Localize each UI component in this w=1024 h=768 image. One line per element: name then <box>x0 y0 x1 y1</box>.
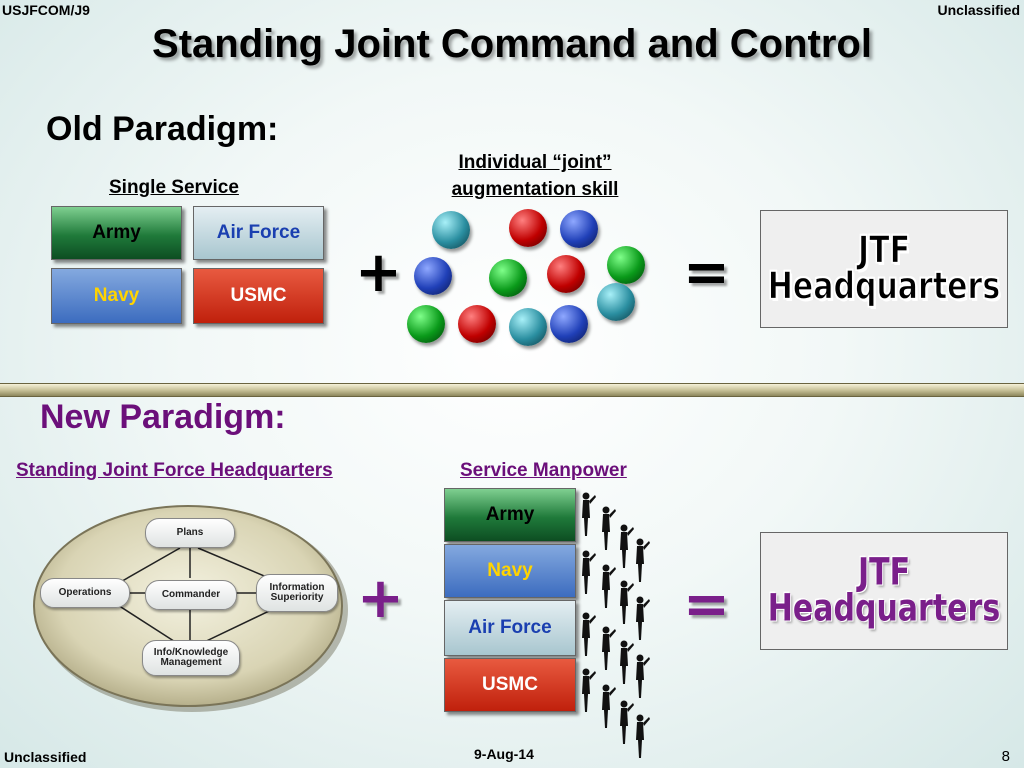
old-plus-sign: + <box>355 240 402 305</box>
new-jtf-headquarters-box: JTF Headquarters <box>760 532 1008 650</box>
augmentee-ball <box>432 211 470 249</box>
slide-title: Standing Joint Command and Control <box>152 22 872 66</box>
augmentation-label-line-2: augmentation skill <box>451 179 619 200</box>
sjfhq-diagram: Plans Operations Commander Information S… <box>30 500 350 715</box>
old-navy-box: Navy <box>51 268 182 324</box>
node-info-knowledge-management: Info/Knowledge Management <box>142 640 240 676</box>
augmentee-ball <box>407 305 445 343</box>
new-navy-box: Navy <box>444 544 576 598</box>
new-headquarters-label: Headquarters <box>767 586 1001 631</box>
old-paradigm-heading: Old Paradigm: <box>46 110 279 148</box>
old-army-box: Army <box>51 206 182 260</box>
new-usmc-box: USMC <box>444 658 576 712</box>
node-information-superiority: Information Superiority <box>256 574 338 612</box>
old-jtf-label: JTF <box>857 228 911 273</box>
augmentee-ball <box>509 209 547 247</box>
node-info-sup-line-1: Information <box>269 581 325 593</box>
new-jtf-label: JTF <box>857 550 911 595</box>
service-manpower-label: Service Manpower <box>460 460 627 481</box>
augmentee-ball <box>489 259 527 297</box>
old-air-force-box: Air Force <box>193 206 324 260</box>
sjfhq-ellipse <box>33 505 348 712</box>
new-paradigm-heading: New Paradigm: <box>40 398 286 436</box>
augmentee-ball <box>458 305 496 343</box>
new-army-box: Army <box>444 488 576 542</box>
classification-bottom: Unclassified <box>4 749 87 765</box>
old-usmc-box: USMC <box>193 268 324 324</box>
augmentee-ball <box>560 210 598 248</box>
augmentee-ball <box>607 246 645 284</box>
augmentee-ball <box>509 308 547 346</box>
saluting-personnel-icon <box>582 492 650 758</box>
section-divider <box>0 383 1024 397</box>
node-operations: Operations <box>40 578 130 608</box>
augmentee-ball <box>414 257 452 295</box>
new-equals-sign: = <box>683 572 730 637</box>
single-service-label: Single Service <box>109 177 239 198</box>
augmentee-ball <box>550 305 588 343</box>
sjfhq-label: Standing Joint Force Headquarters <box>16 460 333 481</box>
node-commander: Commander <box>145 580 237 610</box>
old-equals-sign: = <box>683 240 730 305</box>
augmentation-label: Individual “joint” augmentation skill <box>400 149 670 203</box>
node-info-sup-line-2: Superiority <box>270 592 324 603</box>
augmentee-ball <box>547 255 585 293</box>
classification-top: Unclassified <box>937 2 1020 18</box>
old-headquarters-label: Headquarters <box>767 264 1001 309</box>
node-ikm-line-1: Info/Knowledge <box>153 646 229 658</box>
new-air-force-box: Air Force <box>444 600 576 656</box>
page-number: 8 <box>1001 748 1010 765</box>
augmentee-ball <box>597 283 635 321</box>
augmentation-label-line-1: Individual “joint” <box>458 152 612 173</box>
old-jtf-headquarters-box: JTF Headquarters <box>760 210 1008 328</box>
slide-date: 9-Aug-14 <box>474 746 534 762</box>
new-plus-sign: + <box>357 566 404 631</box>
org-label: USJFCOM/J9 <box>2 2 90 18</box>
node-plans: Plans <box>145 518 235 548</box>
node-ikm-line-2: Management <box>160 657 222 668</box>
